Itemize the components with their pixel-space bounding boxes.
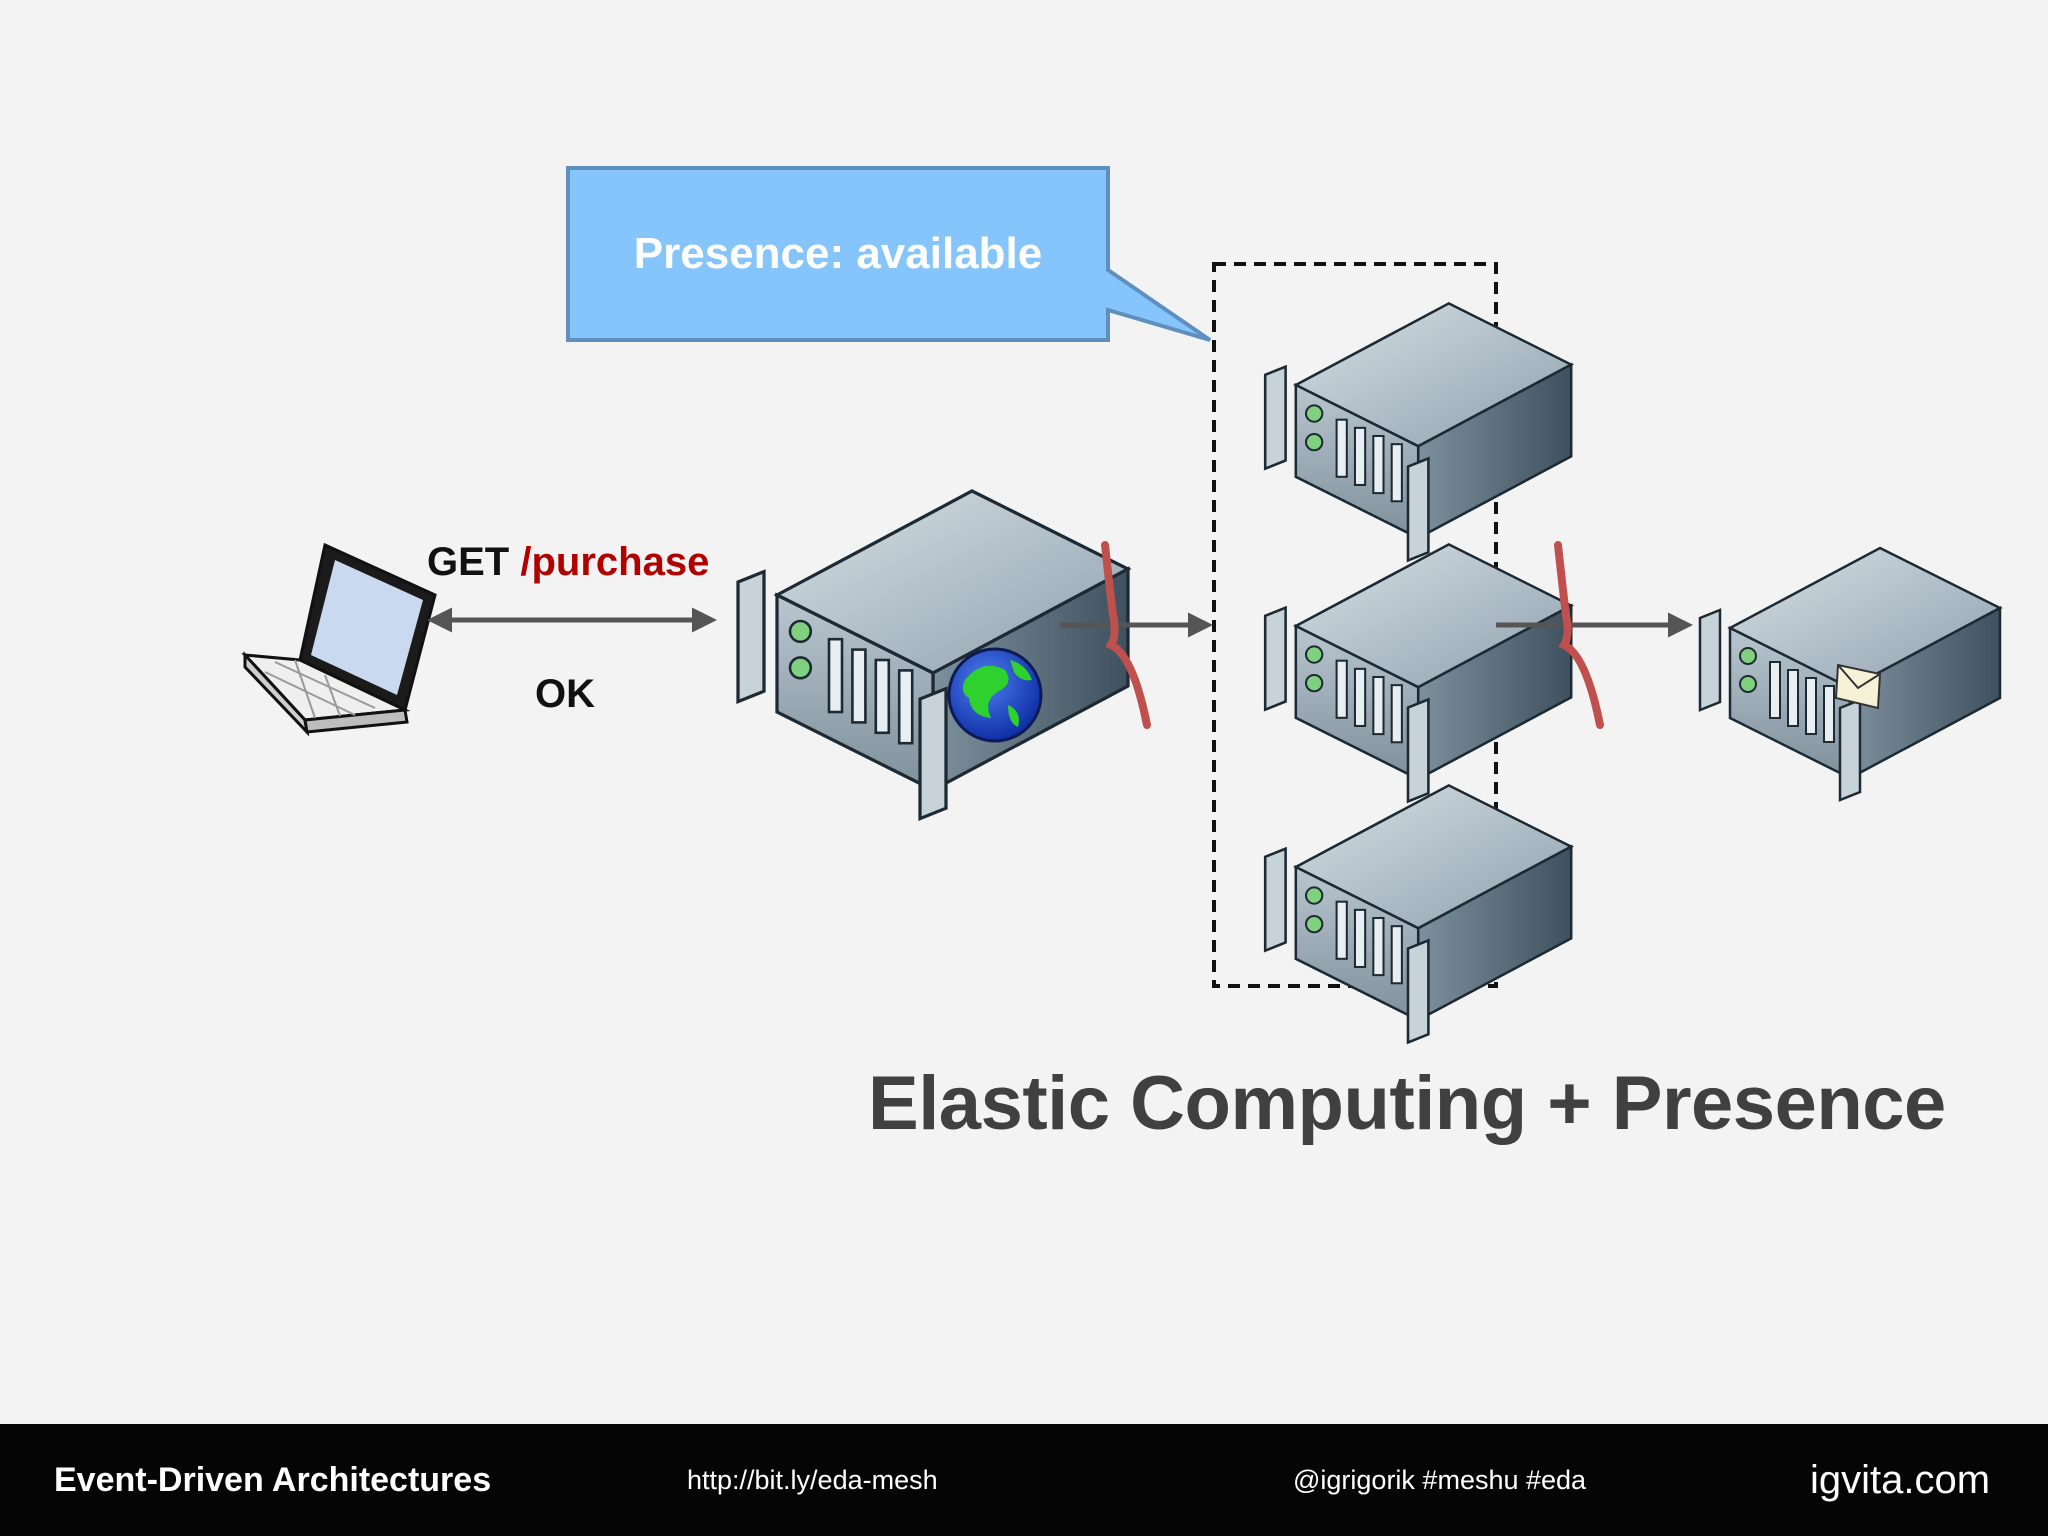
request-method: GET: [427, 540, 510, 584]
slide: GET /purchase OK Presence: available Ela…: [241, 166, 2002, 1146]
server-icon: [1263, 784, 1573, 1044]
globe-icon: [947, 647, 1043, 743]
footer-site-logo: igvita.com: [1810, 1457, 1991, 1502]
async-break-1: [1101, 541, 1151, 729]
response-label: OK: [535, 672, 595, 716]
slide-title: Elastic Computing + Presence: [868, 1061, 1946, 1146]
callout-bubble: [566, 166, 1212, 342]
request-label: GET /purchase: [427, 540, 709, 585]
footer-handle: @igrigorik #meshu #eda: [1293, 1464, 1587, 1495]
request-path: /purchase: [520, 540, 710, 584]
server-icon: [1263, 543, 1573, 803]
footer-title: Event-Driven Architectures: [54, 1460, 492, 1499]
footer-bar: Event-Driven Architectures http://bit.ly…: [0, 1424, 2048, 1536]
async-break-2: [1554, 541, 1604, 729]
footer-link[interactable]: http://bit.ly/eda-mesh: [687, 1464, 938, 1495]
laptop-icon: [241, 542, 437, 737]
architecture-diagram: [241, 166, 2002, 1044]
web-server-icon: [736, 489, 1130, 821]
server-icon: [1263, 302, 1573, 562]
callout-text: Presence: available: [633, 229, 1043, 278]
envelope-icon: [1834, 663, 1882, 710]
